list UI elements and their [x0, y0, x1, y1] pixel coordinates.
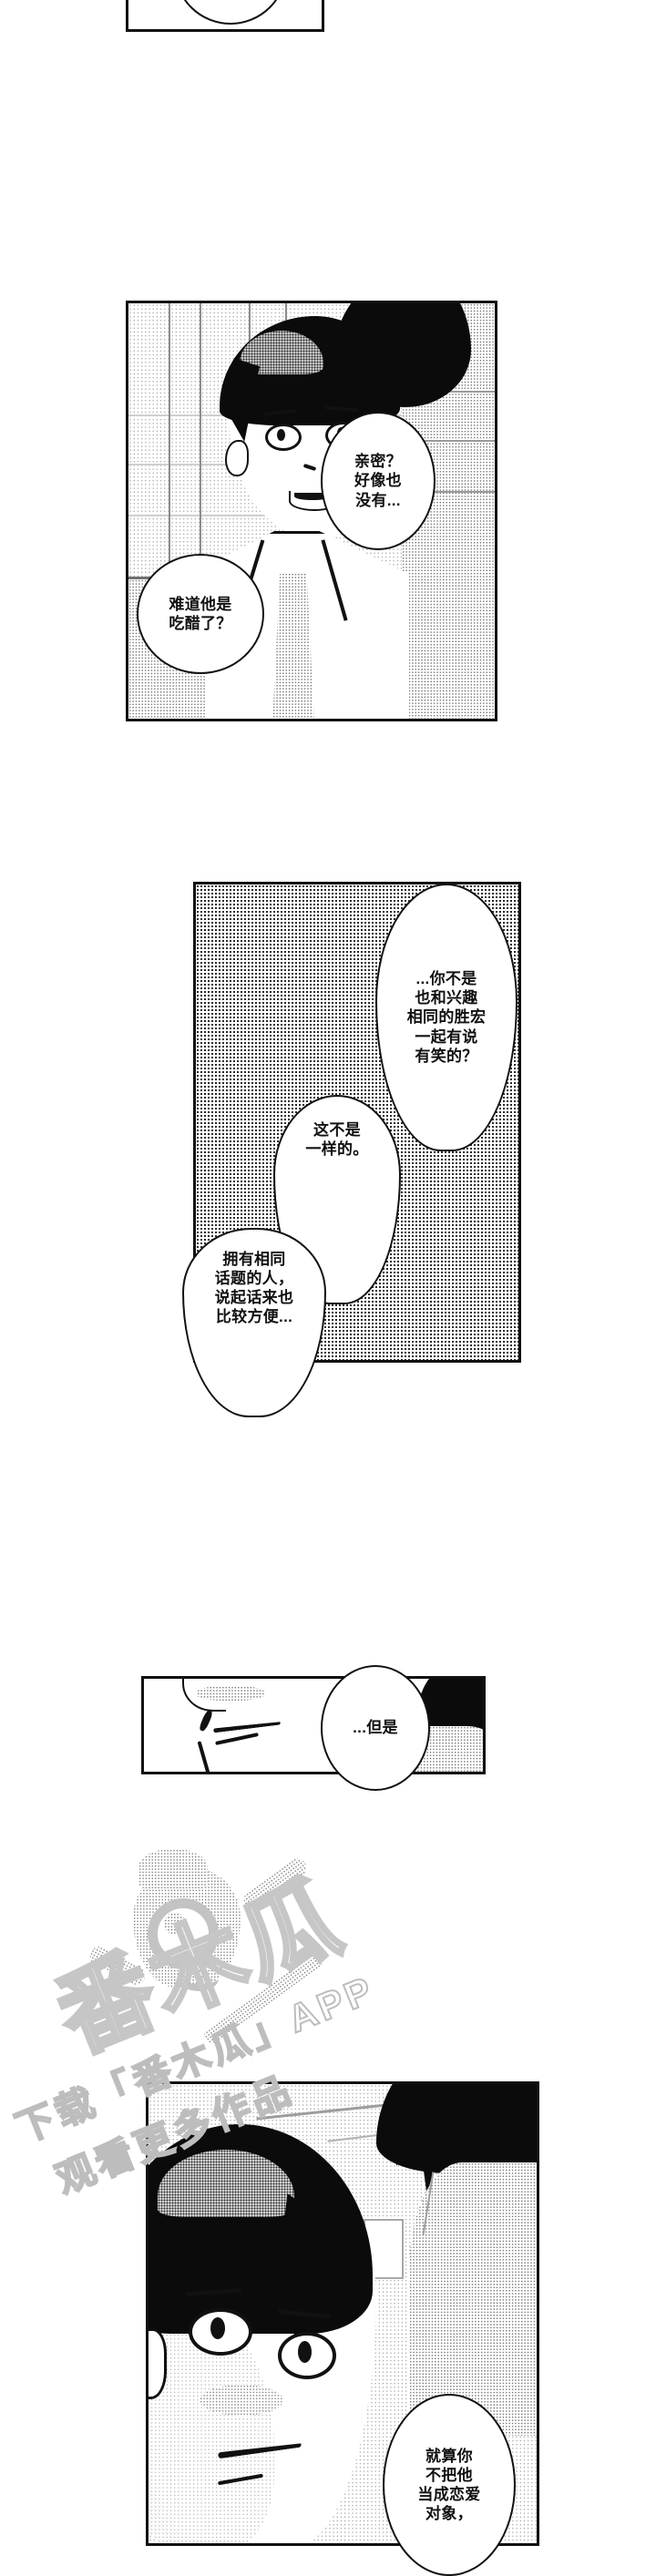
window-frame-vertical — [200, 303, 201, 577]
cheek-shadow — [197, 1686, 264, 1701]
mascot-arm-icon — [240, 1855, 311, 1913]
panel-3 — [141, 1676, 486, 1774]
mascot-eye-icon — [148, 1898, 219, 1969]
pupil-right — [298, 2341, 312, 2363]
bubble-tail-fragment — [174, 0, 287, 25]
mascot-smile-icon — [179, 1966, 219, 1991]
mascot-papaya-icon — [133, 1867, 241, 1988]
second-character-neck — [409, 2162, 537, 2436]
bubble-chicu: 难道他是 吃醋了？ — [137, 554, 264, 674]
blush — [200, 2385, 283, 2416]
character-hair-highlight — [158, 2150, 294, 2217]
bubble-shenghong: ...你不是 也和兴趣 相同的胜宏 一起有说 有笑的？ — [375, 884, 518, 1151]
bubble-qinmi: 亲密？ 好像也 没有... — [321, 412, 436, 550]
window-frame-vertical — [169, 303, 170, 577]
pupil-left — [277, 429, 285, 441]
bubble-huati: 拥有相同 话题的人， 说起话来也 比较方便... — [182, 1228, 326, 1417]
bubble-danshi: ...但是 — [321, 1665, 430, 1791]
mascot-pupil-icon — [164, 1913, 186, 1935]
mascot-brush-icon — [202, 1951, 324, 2046]
ear — [225, 440, 249, 476]
mascot-hat-icon — [138, 1849, 208, 1889]
shelf-line — [402, 491, 495, 493]
mascot-arm-icon — [87, 1943, 149, 1988]
bubble-lianai: 就算你 不把他 当成恋爱 对象， — [383, 2394, 516, 2576]
panel-top-fragment — [126, 0, 324, 32]
tie — [272, 573, 314, 719]
pupil-left — [210, 2317, 225, 2339]
shelf-line — [402, 440, 495, 442]
mouth-inner — [294, 493, 331, 500]
watermark-logo: 番木瓜 — [42, 1861, 359, 2073]
